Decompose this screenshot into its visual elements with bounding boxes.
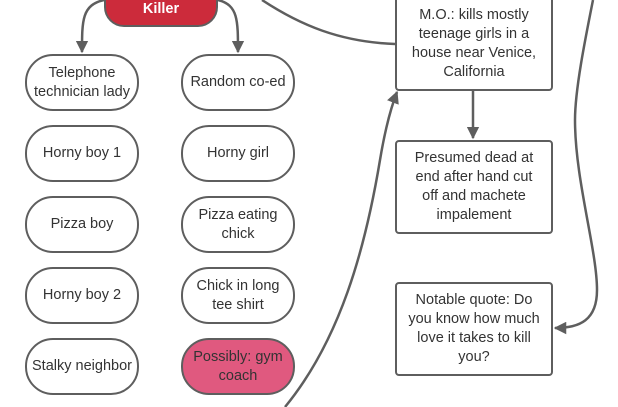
victim-label: Stalky neighbor xyxy=(32,358,132,374)
killer-node[interactable]: Killer xyxy=(104,0,218,27)
edge-root-to-right-column xyxy=(217,0,245,54)
victim-label: Pizza boy xyxy=(50,216,114,232)
mo-box[interactable]: M.O.: kills mostly teenage girls in a ho… xyxy=(395,0,553,91)
victim-node-horny-boy-2[interactable]: Horny boy 2 xyxy=(25,267,139,324)
mo-text: M.O.: kills mostly teenage girls in a ho… xyxy=(411,6,537,80)
quote-box[interactable]: Notable quote: Do you know how much love… xyxy=(395,282,553,376)
victim-node-pizza-boy[interactable]: Pizza boy xyxy=(25,196,139,253)
victim-label: Chick in long tee shirt xyxy=(196,277,280,313)
victim-node-chick-long-tee[interactable]: Chick in long tee shirt xyxy=(181,267,295,324)
victim-label: Pizza eating chick xyxy=(198,206,278,242)
killer-label: Killer xyxy=(142,1,180,17)
victim-node-stalky-neighbor[interactable]: Stalky neighbor xyxy=(25,338,139,395)
victim-label: Possibly: gym coach xyxy=(193,348,283,384)
victim-label: Horny boy 1 xyxy=(42,145,122,161)
edge-gym-coach-to-mo xyxy=(284,90,399,407)
edge-root-to-left-column xyxy=(75,0,105,54)
fate-text: Presumed dead at end after hand cut off … xyxy=(414,150,534,223)
victim-label: Horny girl xyxy=(206,145,270,161)
victim-node-gym-coach[interactable]: Possibly: gym coach xyxy=(181,338,295,395)
edge-root-to-mo xyxy=(261,0,396,46)
edge-to-quote xyxy=(553,0,599,335)
victim-node-pizza-eating-chick[interactable]: Pizza eating chick xyxy=(181,196,295,253)
victim-label: Random co-ed xyxy=(190,74,286,90)
victim-node-telephone-technician[interactable]: Telephone technician lady xyxy=(25,54,139,111)
victim-node-horny-boy-1[interactable]: Horny boy 1 xyxy=(25,125,139,182)
victim-label: Horny boy 2 xyxy=(42,287,122,303)
victim-node-horny-girl[interactable]: Horny girl xyxy=(181,125,295,182)
quote-text: Notable quote: Do you know how much love… xyxy=(408,292,540,365)
victim-label: Telephone technician lady xyxy=(34,64,130,100)
victim-node-random-co-ed[interactable]: Random co-ed xyxy=(181,54,295,111)
fate-box[interactable]: Presumed dead at end after hand cut off … xyxy=(395,140,553,234)
